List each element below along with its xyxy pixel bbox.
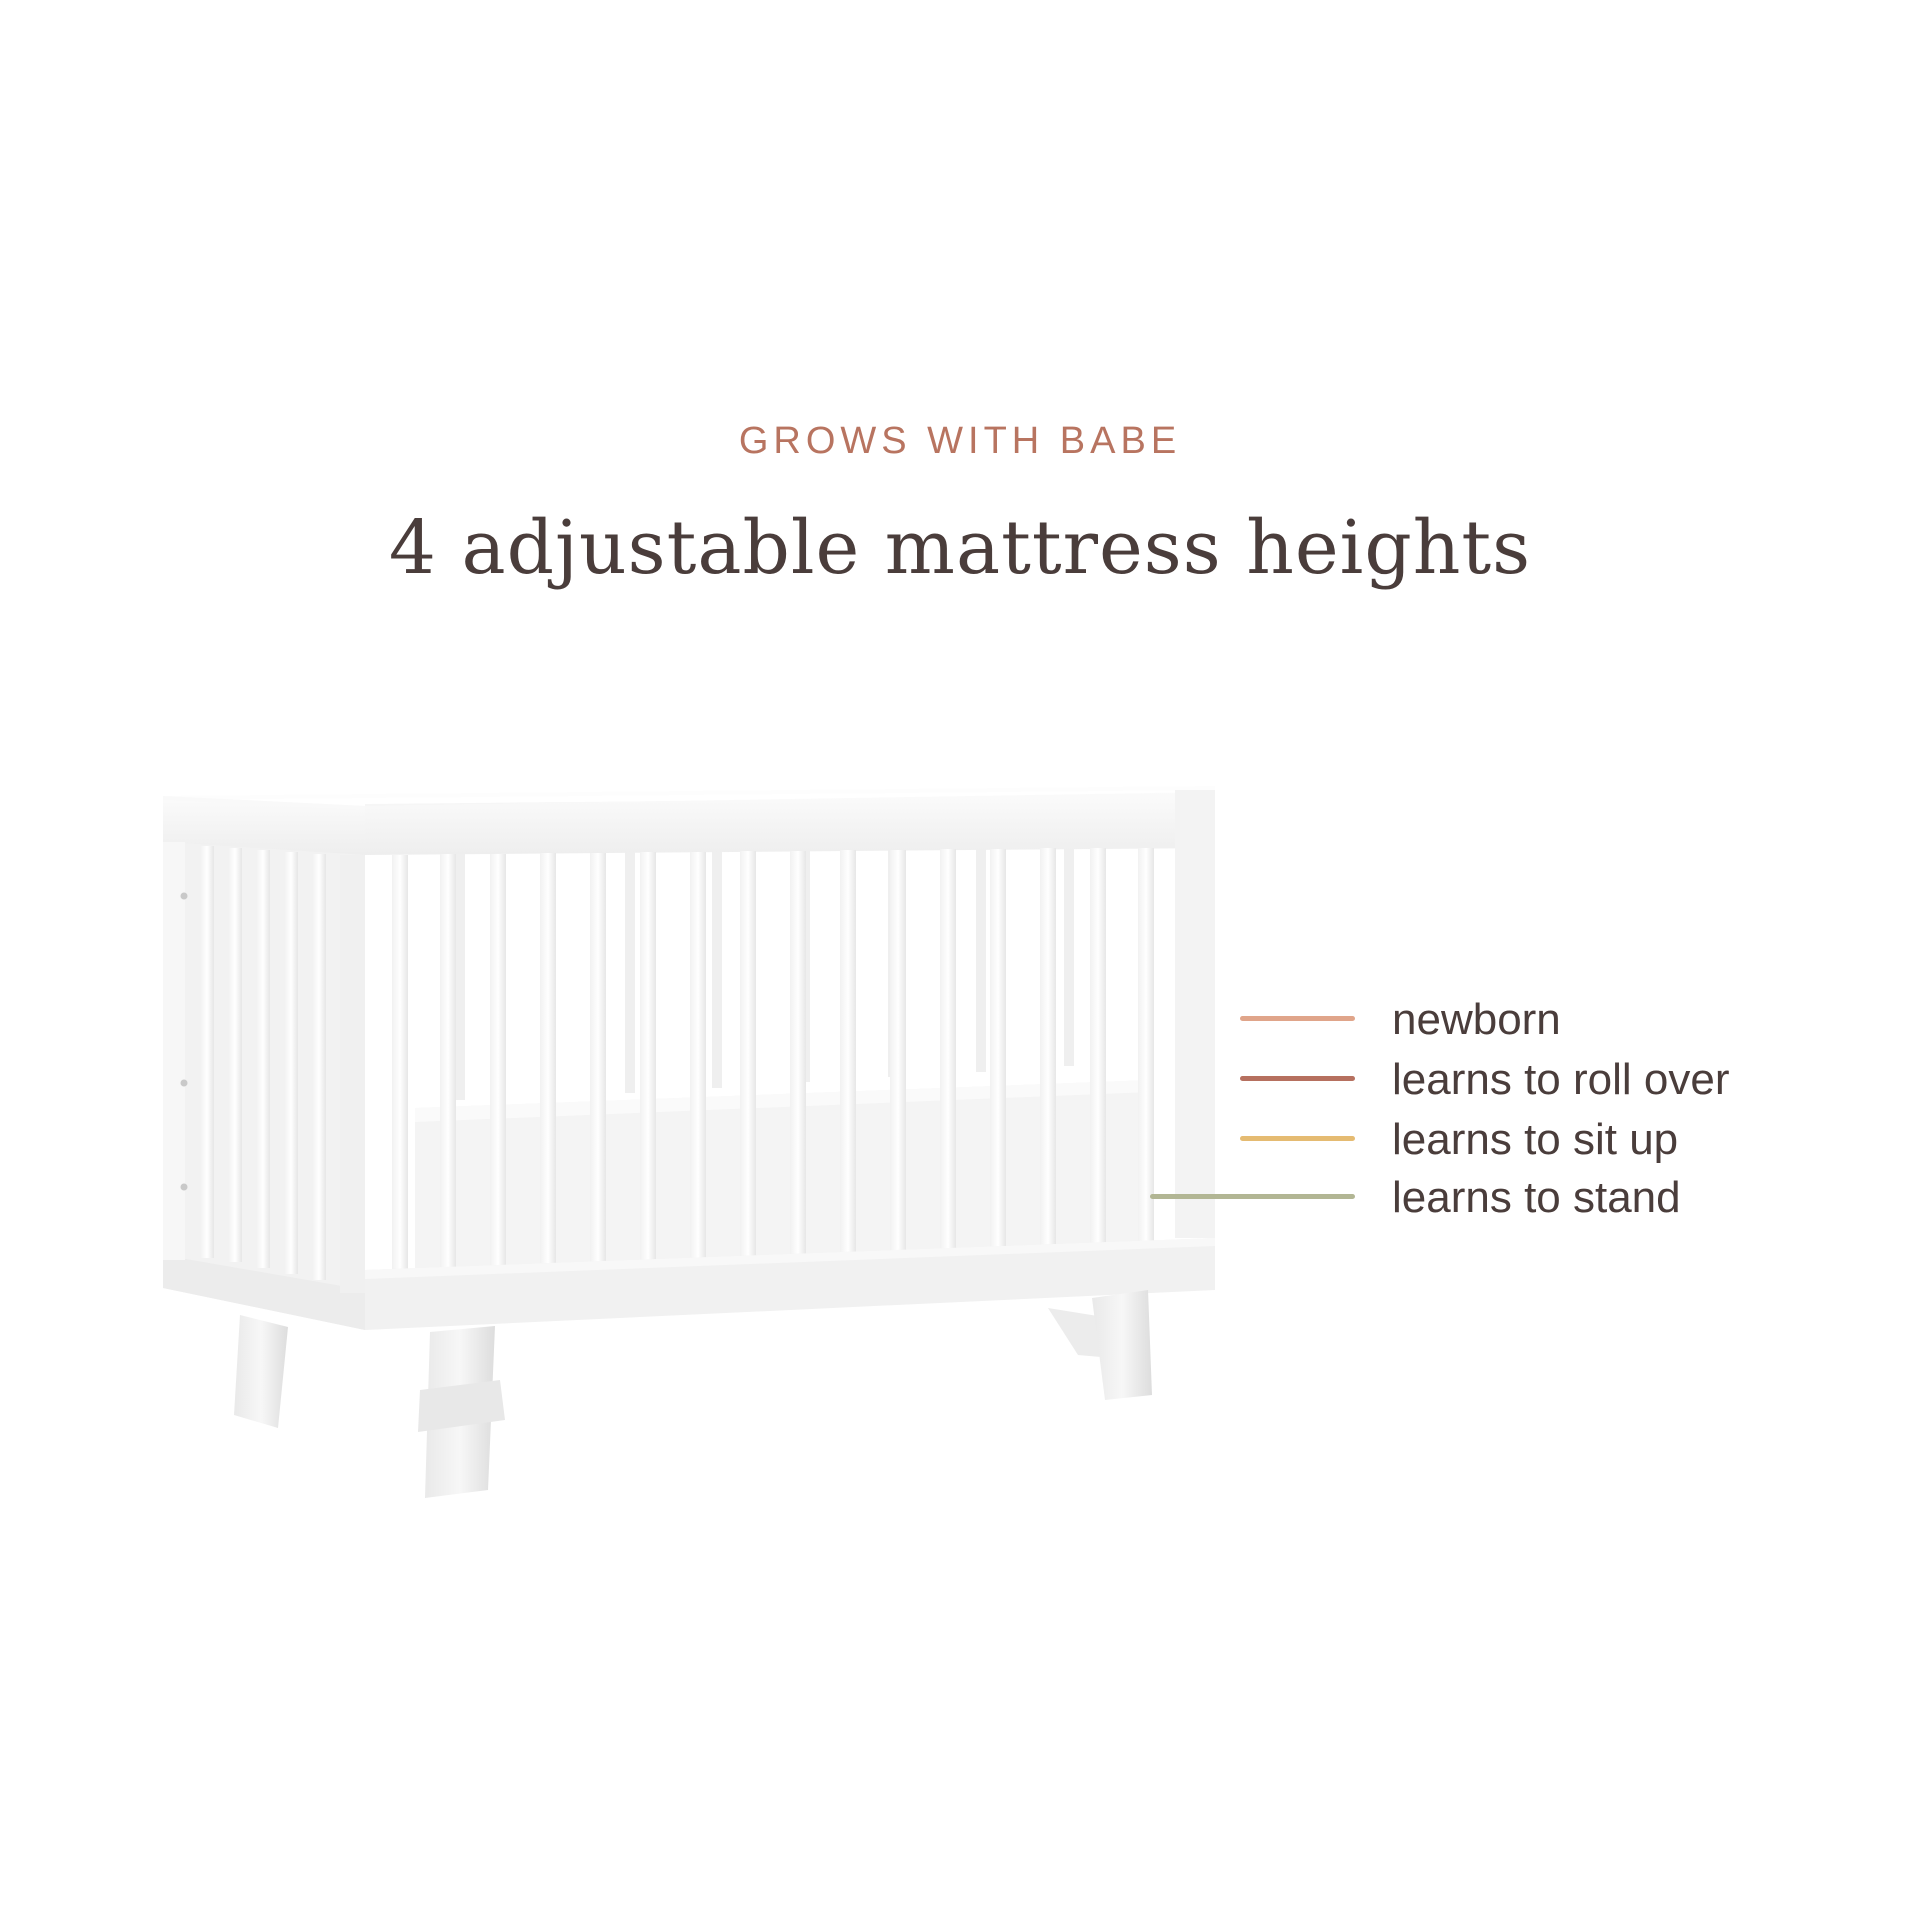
legend-swatch-newborn: [1240, 1016, 1355, 1021]
front-bottom-rail: [365, 1238, 1215, 1330]
legend-swatch-stand: [1150, 1194, 1355, 1199]
eyebrow-label: GROWS WITH BABE: [738, 420, 1182, 462]
legend-swatch-sit-up: [1240, 1136, 1355, 1141]
leg-front-right: [1092, 1290, 1152, 1400]
front-slats: [392, 848, 1154, 1275]
leg-back-left: [234, 1315, 288, 1428]
legend-label-stand: learns to stand: [1392, 1173, 1681, 1222]
legend-label-roll-over: learns to roll over: [1392, 1055, 1730, 1104]
legend-label-sit-up: learns to sit up: [1392, 1115, 1679, 1164]
legend-label-newborn: newborn: [1392, 995, 1561, 1044]
front-top-rail: [365, 792, 1215, 855]
page-title: 4 adjustable mattress heights: [388, 505, 1532, 591]
legend-swatch-roll-over: [1240, 1076, 1355, 1081]
right-post: [1175, 790, 1215, 1238]
